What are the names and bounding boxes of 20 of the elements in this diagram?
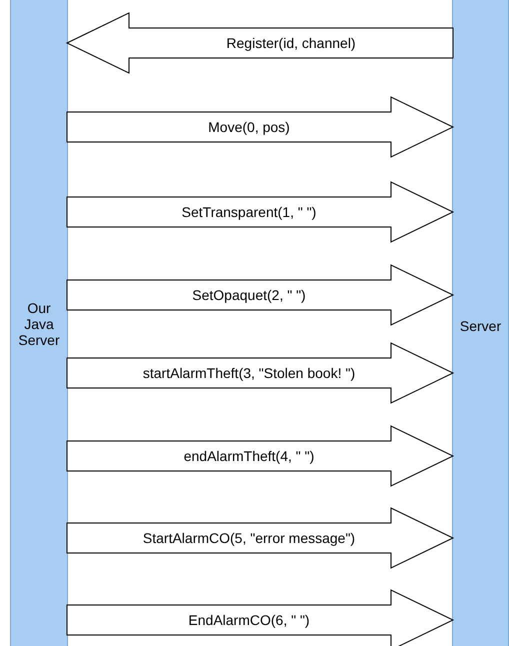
edge-label: SetTransparent(1, " ") xyxy=(182,204,316,220)
block-arrow xyxy=(66,264,454,326)
edge-label: startAlarmTheft(3, "Stolen book! ") xyxy=(142,365,356,381)
server-label: Server xyxy=(458,318,502,334)
edge-label: EndAlarmCO(6, " ") xyxy=(188,612,310,628)
edge-label: Move(0, pos) xyxy=(208,119,290,135)
block-arrow xyxy=(66,181,454,243)
block-arrow xyxy=(66,589,454,646)
block-arrow xyxy=(66,96,454,158)
block-arrow xyxy=(66,425,454,487)
server-bar xyxy=(452,0,509,646)
block-arrow xyxy=(66,507,454,569)
block-arrow xyxy=(66,12,454,74)
server-label: Our Java Server xyxy=(17,300,61,348)
edge-label: endAlarmTheft(4, " ") xyxy=(184,448,314,464)
edge-label: Register(id, channel) xyxy=(226,35,356,51)
edge-label: StartAlarmCO(5, "error message") xyxy=(142,530,356,546)
edge-label: SetOpaquet(2, " ") xyxy=(192,287,306,303)
block-arrow xyxy=(66,342,454,404)
server-bar xyxy=(10,0,68,646)
